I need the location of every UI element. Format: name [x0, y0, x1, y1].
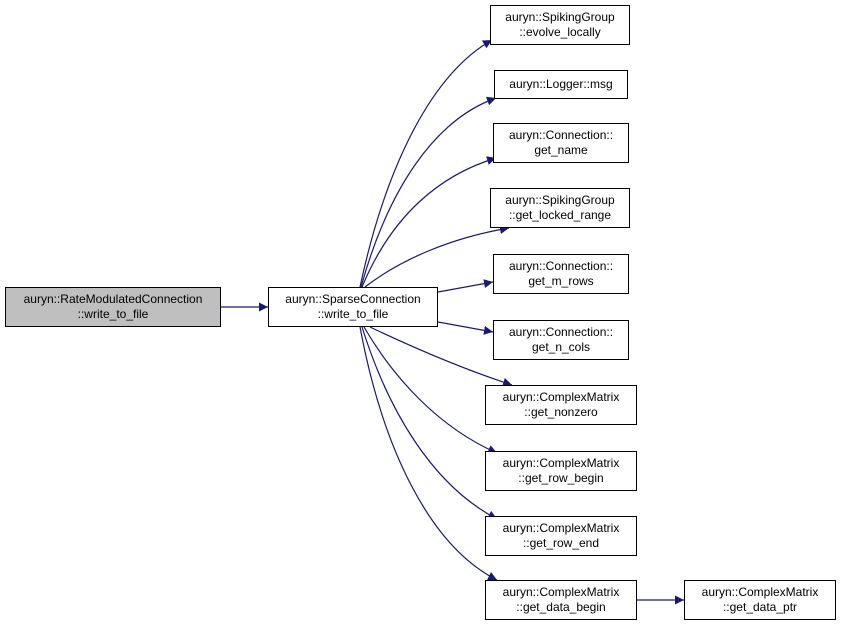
- node-line2: ::write_to_file: [77, 307, 149, 321]
- node-line1: auryn::Connection::: [508, 325, 614, 339]
- node-spiking-group-evolve-locally[interactable]: auryn::SpikingGroup ::evolve_locally: [490, 5, 630, 45]
- node-line1: auryn::Connection::: [508, 128, 614, 142]
- node-line2: get_m_rows: [528, 274, 594, 288]
- node-line1: auryn::ComplexMatrix: [701, 585, 819, 599]
- node-logger-msg[interactable]: auryn::Logger::msg: [494, 70, 628, 99]
- node-complex-matrix-get-row-begin[interactable]: auryn::ComplexMatrix ::get_row_begin: [485, 451, 637, 491]
- node-line1: auryn::RateModulatedConnection: [23, 292, 203, 306]
- node-line1: auryn::Logger::msg: [509, 77, 613, 91]
- node-line2: ::get_nonzero: [524, 405, 598, 419]
- node-line1: auryn::SpikingGroup: [505, 10, 615, 24]
- node-line2: ::get_locked_range: [508, 208, 612, 222]
- node-complex-matrix-get-data-ptr[interactable]: auryn::ComplexMatrix ::get_data_ptr: [684, 580, 836, 620]
- node-line2: ::get_data_begin: [516, 600, 606, 614]
- node-line1: auryn::SparseConnection: [285, 292, 421, 306]
- node-connection-get-n-cols[interactable]: auryn::Connection:: get_n_cols: [493, 320, 629, 360]
- edge-sparse-to-get-name: [361, 156, 497, 288]
- node-line1: auryn::ComplexMatrix: [502, 390, 620, 404]
- edge-sparse-to-get-m-rows: [437, 279, 494, 293]
- node-line2: get_n_cols: [531, 340, 591, 354]
- edge-sparse-to-get-n-cols: [437, 321, 494, 335]
- node-sparse-connection-write-to-file[interactable]: auryn::SparseConnection ::write_to_file: [268, 287, 438, 327]
- node-line2: ::write_to_file: [317, 307, 389, 321]
- node-complex-matrix-get-data-begin[interactable]: auryn::ComplexMatrix ::get_data_begin: [485, 580, 637, 620]
- node-line1: auryn::ComplexMatrix: [502, 585, 620, 599]
- edge-sparse-to-get-row-end: [361, 326, 498, 520]
- node-line1: auryn::ComplexMatrix: [502, 521, 620, 535]
- node-spiking-group-get-locked-range[interactable]: auryn::SpikingGroup ::get_locked_range: [490, 188, 630, 228]
- node-line2: ::get_row_begin: [518, 471, 604, 485]
- node-connection-get-m-rows[interactable]: auryn::Connection:: get_m_rows: [493, 254, 629, 294]
- node-line2: ::get_data_ptr: [722, 600, 798, 614]
- node-line2: get_name: [534, 143, 588, 157]
- node-complex-matrix-get-nonzero[interactable]: auryn::ComplexMatrix ::get_nonzero: [485, 385, 637, 425]
- edge-sparse-to-get-row-begin: [363, 326, 498, 454]
- node-connection-get-name[interactable]: auryn::Connection:: get_name: [493, 123, 629, 163]
- node-rate-modulated-connection-write-to-file: auryn::RateModulatedConnection ::write_t…: [5, 287, 221, 327]
- edge-sparse-to-logger-msg: [360, 96, 497, 288]
- node-line2: ::get_row_end: [522, 536, 600, 550]
- node-line1: auryn::ComplexMatrix: [502, 456, 620, 470]
- edge-sparse-to-evolve-locally: [359, 39, 493, 288]
- edge-sparse-to-get-nonzero: [369, 326, 513, 387]
- node-line1: auryn::SpikingGroup: [505, 193, 615, 207]
- node-line1: auryn::Connection::: [508, 259, 614, 273]
- edge-sparse-to-get-data-begin: [359, 326, 498, 581]
- node-complex-matrix-get-row-end[interactable]: auryn::ComplexMatrix ::get_row_end: [485, 516, 637, 556]
- node-line2: ::evolve_locally: [519, 25, 601, 39]
- edge-sparse-to-get-locked: [364, 225, 510, 288]
